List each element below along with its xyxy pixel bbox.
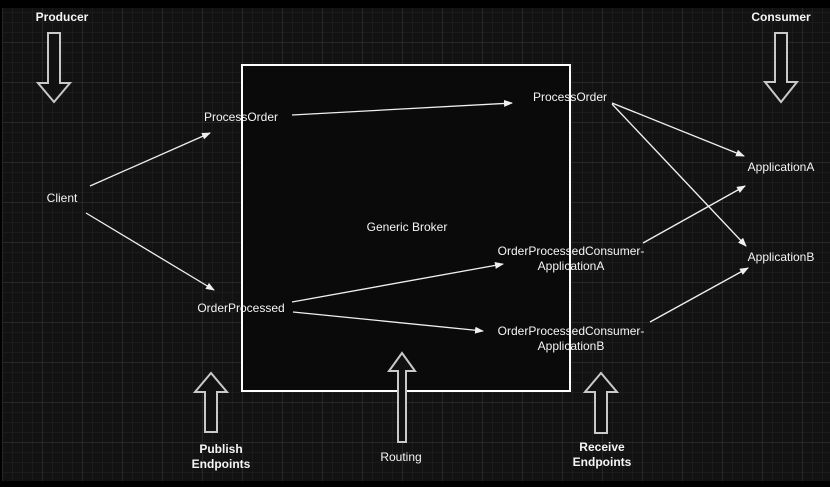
- generic-broker-label: Generic Broker: [366, 220, 448, 234]
- connector-orderprocessed-to-opc-a: [291, 261, 504, 303]
- consumer-label: Consumer: [751, 10, 811, 24]
- process-order-left-label: ProcessOrder: [203, 110, 279, 124]
- process-order-right-label: ProcessOrder: [532, 90, 608, 104]
- bottom-black-bar: [0, 481, 830, 487]
- opc-application-a-label: OrderProcessedConsumer- ApplicationA: [497, 244, 645, 273]
- connector-broker-processorder-to-application-b: [611, 103, 747, 247]
- connector-orderprocessed-to-opc-b: [292, 311, 484, 334]
- connector-opc-a-to-application-a: [642, 185, 746, 244]
- top-black-bar: [0, 0, 830, 8]
- routing-up-arrow-icon: [387, 351, 417, 443]
- connector-broker-processorder-to-application-a: [611, 102, 745, 157]
- connector-processorder-to-broker-processorder: [291, 99, 513, 116]
- generic-broker-box: [241, 64, 571, 392]
- publish-endpoints-up-arrow-icon: [192, 371, 230, 433]
- receive-endpoints-label: Receive Endpoints: [572, 440, 632, 469]
- producer-label: Producer: [35, 10, 89, 24]
- application-b-label: ApplicationB: [747, 250, 815, 264]
- connector-client-to-orderprocessed: [85, 212, 215, 291]
- connector-opc-b-to-application-b: [649, 267, 749, 323]
- producer-down-arrow-icon: [35, 32, 73, 104]
- application-a-label: ApplicationA: [747, 160, 815, 174]
- order-processed-label: OrderProcessed: [197, 301, 285, 315]
- consumer-down-arrow-icon: [762, 32, 800, 104]
- client-node-label: Client: [46, 191, 78, 205]
- left-black-bar: [0, 0, 2, 487]
- routing-label: Routing: [380, 450, 422, 464]
- opc-application-b-label: OrderProcessedConsumer- ApplicationB: [497, 324, 645, 353]
- receive-endpoints-up-arrow-icon: [582, 371, 620, 434]
- connector-client-to-processorder: [89, 132, 211, 187]
- publish-endpoints-label: Publish Endpoints: [191, 442, 251, 471]
